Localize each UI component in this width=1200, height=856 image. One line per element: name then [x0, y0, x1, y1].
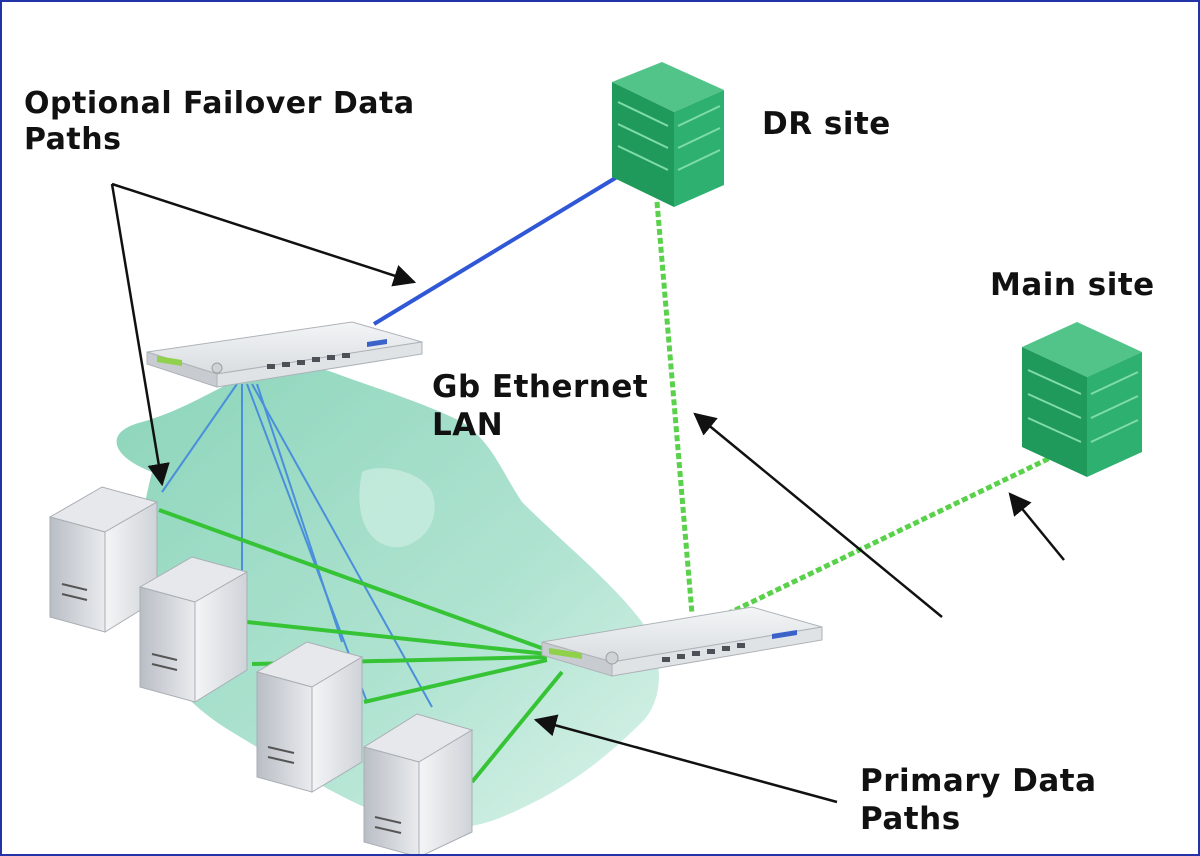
main-site-label: Main site — [990, 267, 1155, 303]
primary-label: Primary Data Paths — [860, 762, 1097, 838]
lan-label-line1: Gb Ethernet — [432, 369, 649, 405]
wan-links — [654, 201, 1054, 617]
failover-switch-icon — [146, 321, 423, 388]
failover-link — [372, 172, 624, 326]
failover-label-line2: Paths — [24, 122, 122, 157]
lan-label: Gb Ethernet LAN — [432, 368, 648, 444]
callout-arrows — [110, 182, 1065, 804]
dr-storage-array-icon — [612, 62, 724, 207]
server-tower-icon — [255, 641, 364, 793]
primary-switch-icon — [541, 606, 823, 677]
primary-label-line2: Paths — [860, 801, 961, 837]
primary-label-line1: Primary Data — [860, 763, 1097, 799]
server-tower-icon — [362, 713, 474, 854]
failover-label-line1: Optional Failover Data — [24, 86, 415, 121]
failover-label: Optional Failover Data Paths — [24, 86, 415, 158]
main-storage-array-icon — [1022, 322, 1142, 477]
lan-area — [116, 366, 659, 829]
lan-label-line2: LAN — [432, 407, 504, 443]
server-tower-icon — [138, 556, 249, 703]
dr-site-label: DR site — [762, 106, 891, 142]
lan-links — [161, 383, 433, 708]
